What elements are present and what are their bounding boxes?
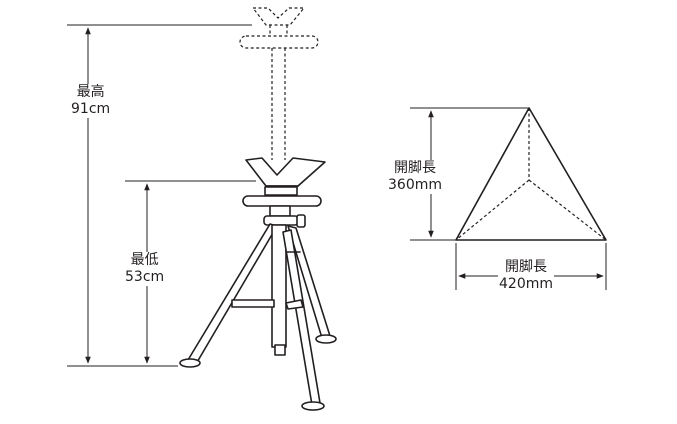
leg-depth-label-text: 開脚長: [394, 160, 436, 176]
leg-width-value: 420mm: [499, 276, 553, 292]
leg-depth-value: 360mm: [388, 177, 442, 193]
min-height-label-text: 最低: [130, 252, 159, 268]
min-height-label: 最低 53cm: [124, 252, 166, 286]
raised-head-dashed: [239, 7, 319, 160]
pipe-stand: [179, 157, 337, 411]
min-height-value: 53cm: [125, 269, 165, 285]
leg-width-label-text: 開脚長: [505, 259, 547, 275]
leg-spread-triangle: [410, 107, 607, 290]
height-dimension-lines: [67, 24, 256, 367]
leg-width-label: 開脚長 420mm: [498, 259, 554, 293]
max-height-value: 91cm: [71, 101, 111, 117]
max-height-label: 最高 91cm: [70, 84, 112, 118]
max-height-label-text: 最高: [76, 84, 105, 100]
leg-depth-label: 開脚長 360mm: [387, 160, 443, 194]
